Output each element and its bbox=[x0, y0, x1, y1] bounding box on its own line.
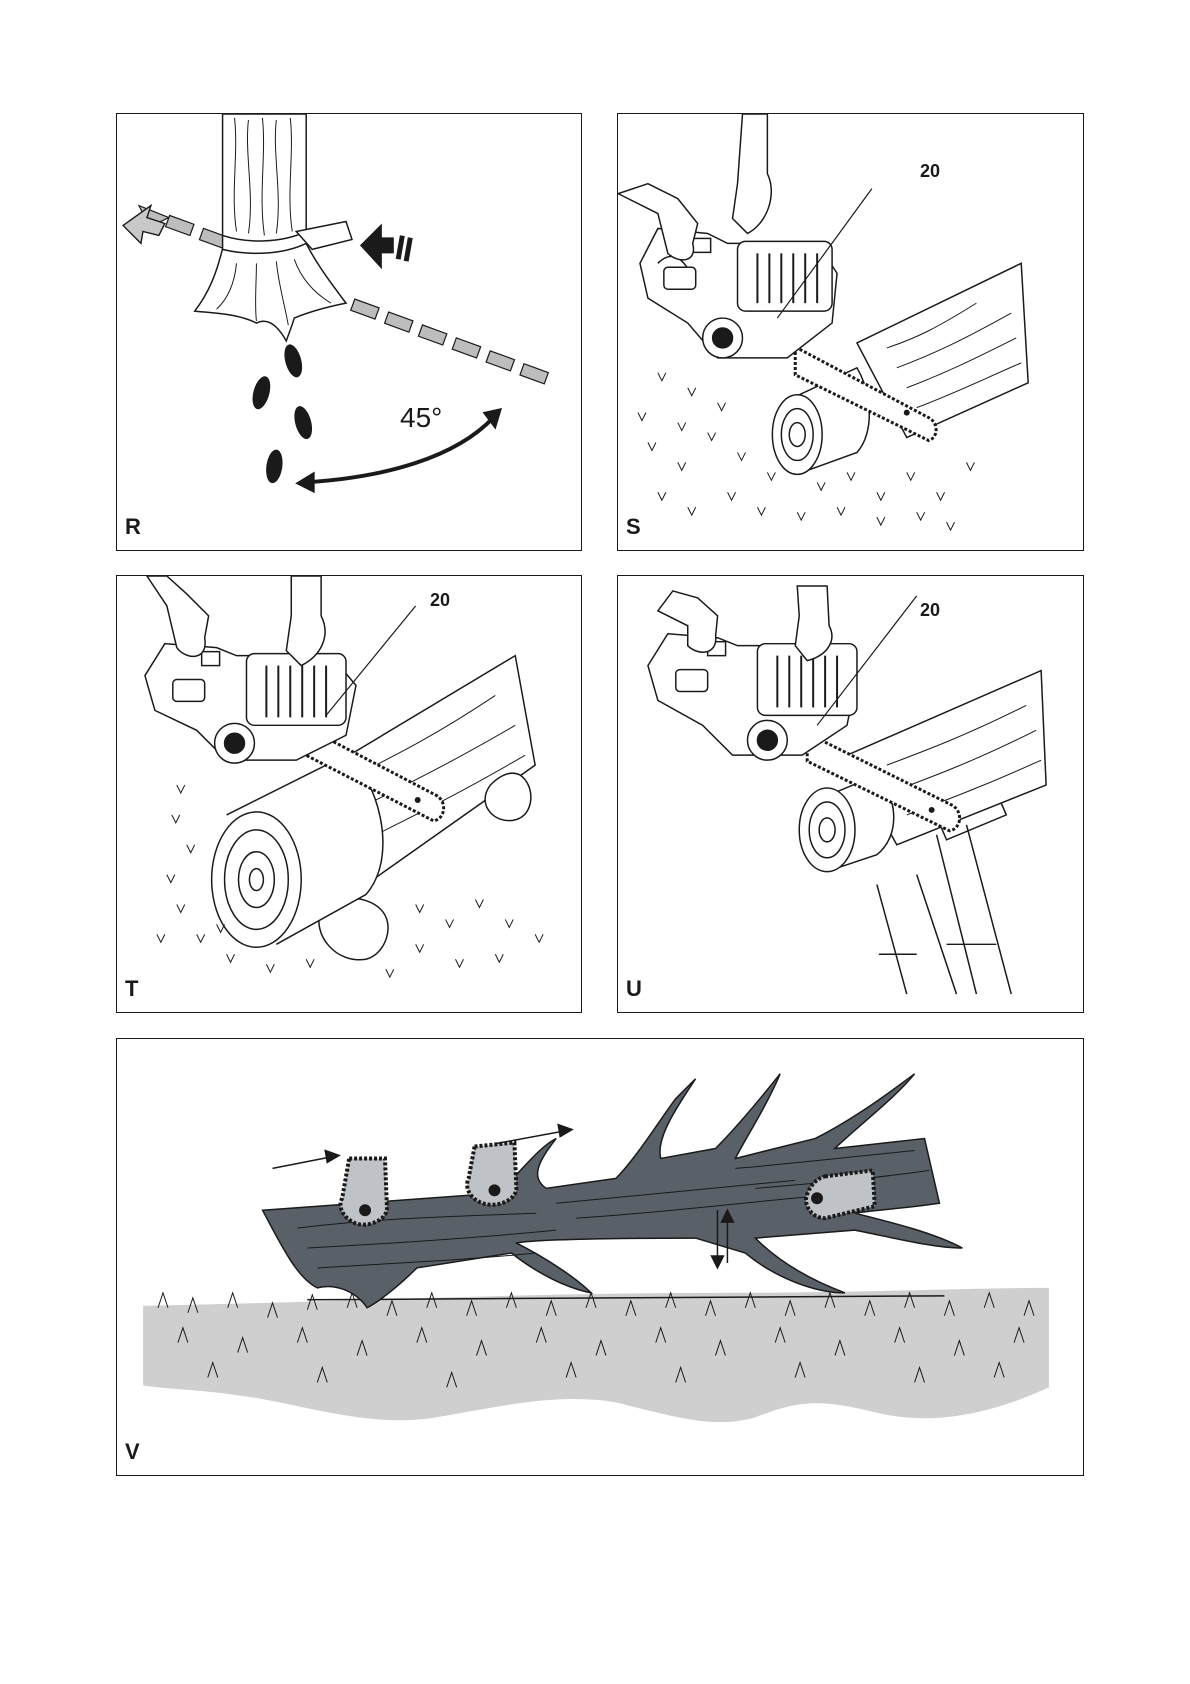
figure-v: V bbox=[116, 1038, 1084, 1476]
figure-letter-r: R bbox=[125, 514, 141, 540]
angle-arc-arrow-icon bbox=[296, 409, 501, 493]
figure-u: 20 U bbox=[617, 575, 1084, 1013]
chainsaw-cut-ground-illustration bbox=[618, 114, 1083, 550]
callout-20: 20 bbox=[920, 161, 940, 182]
figure-t: 20 T bbox=[116, 575, 582, 1013]
figure-r: 45° R bbox=[116, 113, 582, 551]
chainsaw-cut-supported-log-illustration bbox=[117, 576, 581, 1012]
chainsaw-cut-sawhorse-illustration bbox=[618, 576, 1083, 1012]
callout-20: 20 bbox=[430, 590, 450, 611]
felling-direction-illustration bbox=[117, 114, 581, 550]
figure-letter-t: T bbox=[125, 976, 138, 1002]
figure-letter-v: V bbox=[125, 1439, 140, 1465]
chainsaw-icon bbox=[145, 644, 356, 763]
footprint-icon bbox=[249, 342, 315, 484]
branch-cutting-illustration bbox=[117, 1039, 1083, 1475]
callout-20: 20 bbox=[920, 600, 940, 621]
figure-letter-s: S bbox=[626, 514, 641, 540]
figure-letter-u: U bbox=[626, 976, 642, 1002]
cut-direction-arrow-icon bbox=[273, 1125, 573, 1169]
felling-direction-arrow-icon bbox=[123, 206, 165, 244]
push-arrow-icon bbox=[360, 223, 413, 269]
glove-icon bbox=[618, 114, 771, 260]
angle-label: 45° bbox=[400, 402, 442, 434]
figure-s: 20 S bbox=[617, 113, 1084, 551]
